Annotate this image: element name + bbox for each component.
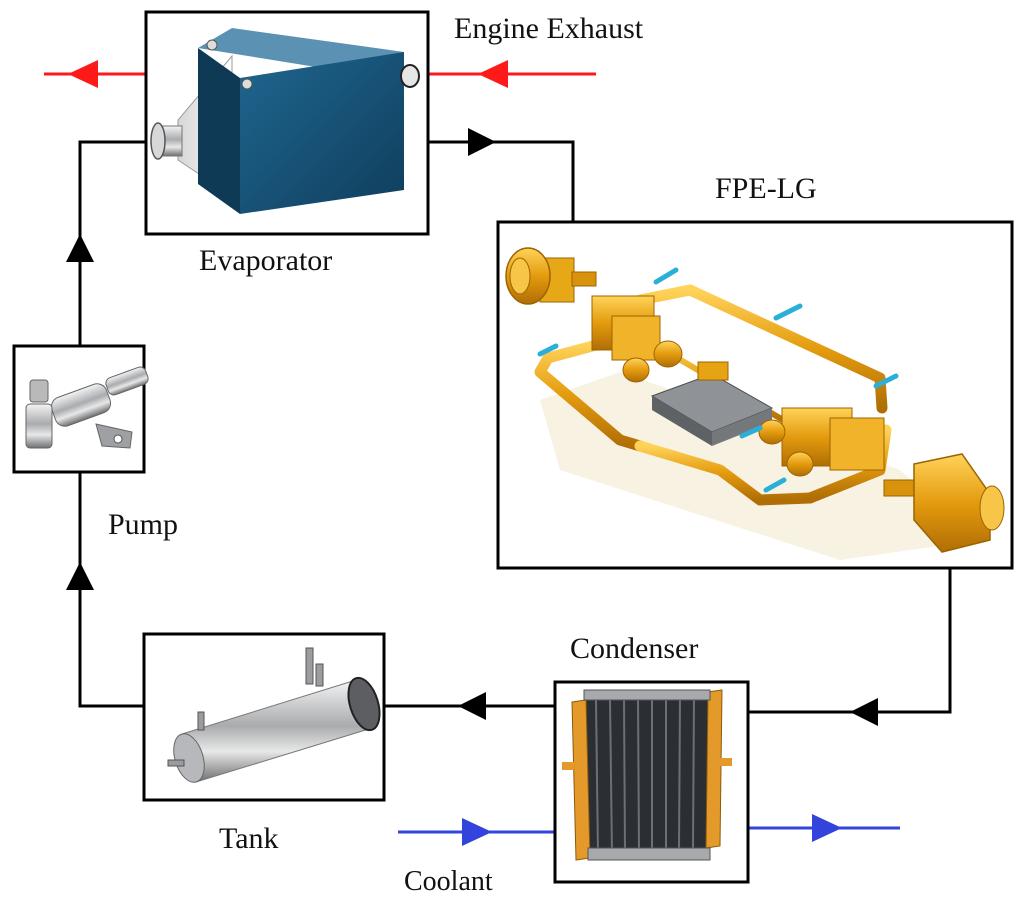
arrow-to-fpe (468, 128, 496, 156)
condenser-fin (609, 698, 613, 856)
fpe-center-mount (697, 361, 729, 381)
exhaust-lines (44, 60, 596, 88)
evaporator-side (198, 48, 240, 214)
pump-component (12, 344, 149, 474)
fpe-right-block-2 (829, 417, 885, 471)
evaporator-bolt-icon (206, 39, 218, 51)
condenser-fin (678, 693, 681, 851)
condenser-fin (692, 692, 695, 850)
valve-handle-icon (873, 373, 899, 389)
evaporator-front (240, 52, 404, 214)
coolant-in-arrow (462, 818, 492, 846)
loop-arrowheads (66, 128, 878, 726)
coolant-lines (398, 814, 900, 846)
evaporator-component (144, 10, 430, 236)
tank-top-stub (315, 663, 324, 687)
label-condenser: Condenser (570, 632, 698, 665)
tank-small-stub (197, 711, 205, 731)
pump-motor-body (50, 383, 112, 427)
label-fpe-lg: FPE-LG (715, 172, 817, 205)
condenser-bottom-tank (587, 847, 711, 861)
coolant-out-arrow (812, 814, 842, 842)
fpe-pipe-left (534, 338, 646, 452)
condenser-fin (637, 696, 640, 854)
fpe-left-shaft (571, 271, 597, 287)
label-evaporator: Evaporator (199, 244, 332, 277)
fpe-left-ball-valve-2 (622, 357, 650, 383)
labels: Engine Exhaust Evaporator FPE-LG Pump Co… (108, 12, 817, 897)
fpe-left-motor-cap (509, 257, 531, 295)
tank-right-end (347, 676, 381, 732)
fpe-lg-component (496, 220, 1014, 570)
condenser-right-frame (705, 689, 723, 849)
evaporator-bolt-icon (241, 78, 253, 90)
line-evaporator-to-fpe (428, 140, 575, 222)
pump-inlet-fitting (25, 403, 53, 449)
arrow-to-evaporator (66, 234, 94, 262)
condenser-fin (595, 699, 599, 857)
condenser-component (553, 680, 750, 884)
tank-component (142, 632, 386, 802)
valve-handle-icon (773, 303, 803, 321)
evaporator-inlet-flange (150, 122, 166, 160)
fpe-linear-generator-side (712, 408, 772, 446)
fpe-right-ball-valve (758, 419, 786, 445)
label-coolant: Coolant (404, 866, 493, 897)
fpe-right-ball-valve-2 (786, 451, 814, 477)
condenser-top-tank (583, 689, 711, 701)
line-pump-to-evaporator (78, 140, 146, 346)
label-engine-exhaust: Engine Exhaust (454, 12, 644, 45)
valve-handle-icon (739, 425, 763, 439)
label-tank: Tank (219, 822, 279, 855)
line-fpe-to-condenser (748, 568, 952, 714)
pump-bracket-hole (113, 434, 123, 444)
fpe-linear-generator-front (652, 396, 712, 446)
tank-side-stub (167, 759, 185, 767)
pump-shaft (105, 366, 149, 396)
fpe-left-block-2 (611, 315, 661, 361)
fpe-pipe-upper (634, 284, 888, 414)
arrow-to-tank (458, 692, 486, 720)
line-tank-to-pump (78, 472, 144, 708)
fpe-lg-shadow (540, 372, 980, 560)
fpe-valve-handles (537, 267, 899, 493)
fpe-pipe-lower (634, 440, 816, 506)
pump-top-fitting (29, 379, 49, 403)
condenser-fins (595, 692, 695, 857)
fpe-left-ball-valve (653, 340, 683, 368)
label-pump: Pump (108, 508, 178, 541)
valve-handle-icon (653, 267, 679, 285)
condenser-core (584, 692, 710, 858)
condenser-fin (623, 697, 626, 855)
exhaust-out-arrow (68, 60, 98, 88)
fpe-right-motor-body (913, 453, 991, 553)
fpe-right-motor-cap (979, 485, 1005, 531)
condenser-bracket (720, 758, 732, 766)
arrow-to-pump (66, 562, 94, 590)
arrow-from-fpe (850, 698, 878, 726)
evaporator-outlet-port (400, 64, 420, 88)
tank-top-pipe (305, 647, 314, 685)
valve-handle-icon (763, 477, 787, 493)
pump-bracket (95, 423, 133, 449)
valve-handle-icon (537, 343, 559, 357)
exhaust-in-arrow (478, 60, 508, 88)
condenser-bracket (562, 762, 574, 770)
